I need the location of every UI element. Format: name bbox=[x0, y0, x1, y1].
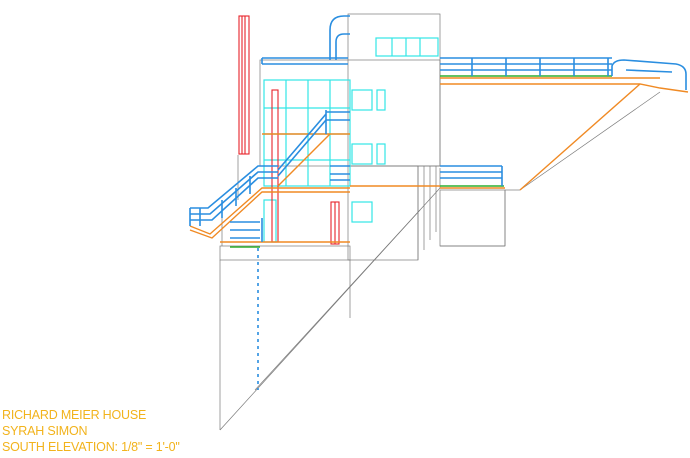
building-outline bbox=[219, 13, 506, 430]
red-columns bbox=[238, 15, 340, 245]
title-block: RICHARD MEIER HOUSE SYRAH SIMON SOUTH EL… bbox=[2, 407, 302, 455]
ramp-railing bbox=[440, 57, 687, 186]
stair-railing bbox=[189, 110, 350, 390]
glazing-grid bbox=[263, 37, 439, 243]
roof-railing bbox=[261, 15, 350, 65]
planter-lines bbox=[230, 75, 612, 248]
sheet-title: SOUTH ELEVATION: 1/8" = 1'-0" bbox=[2, 440, 180, 454]
project-title: RICHARD MEIER HOUSE bbox=[2, 408, 147, 422]
author-name: SYRAH SIMON bbox=[2, 424, 88, 438]
slab-edges bbox=[189, 77, 689, 243]
